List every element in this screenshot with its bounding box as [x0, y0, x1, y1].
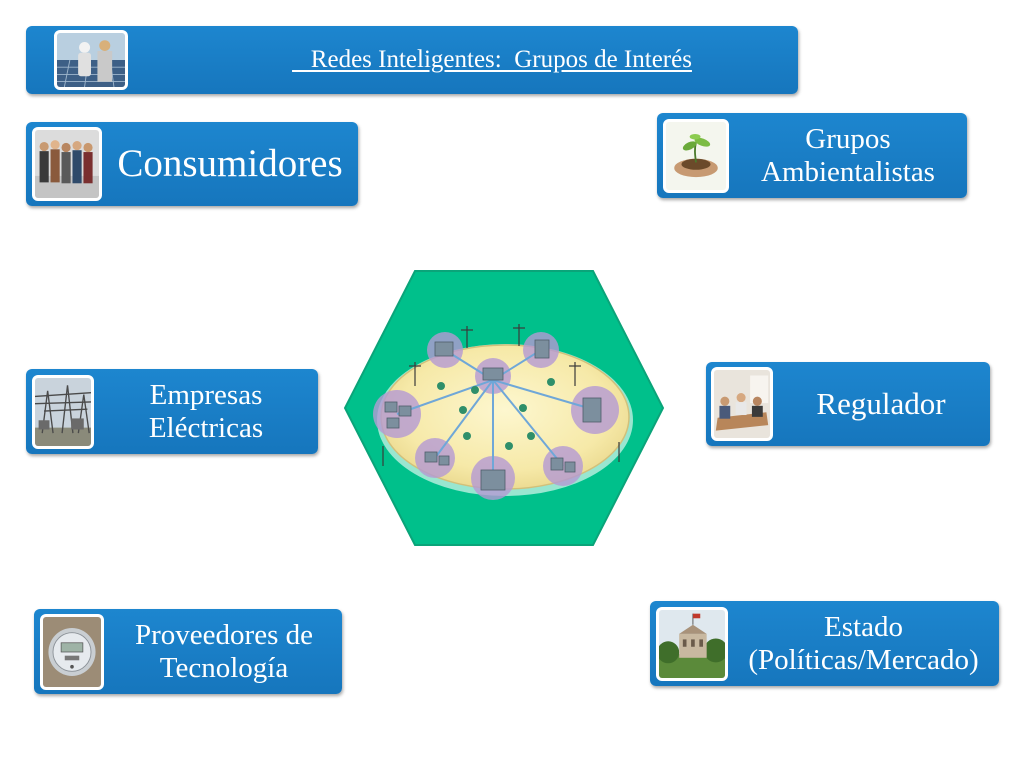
- estado-label: Estado (Políticas/Mercado): [748, 610, 979, 676]
- seedling-in-hands-photo: [663, 118, 729, 193]
- stakeholder-card-proveedores-tecnologia: Proveedores de Tecnología: [34, 609, 342, 694]
- stakeholder-card-consumidores: Consumidores: [26, 122, 358, 206]
- electrical-substation-photo: [32, 374, 94, 449]
- meeting-table-photo: [711, 367, 773, 441]
- page-title: Redes Inteligentes: Grupos de Interés: [292, 45, 692, 73]
- smart-meter-photo: [40, 613, 104, 690]
- stakeholder-card-grupos-ambientalistas: Grupos Ambientalistas: [657, 113, 967, 198]
- stakeholder-card-empresas-electricas: Empresas Eléctricas: [26, 369, 318, 454]
- proveedores-tecnologia-label: Proveedores de Tecnología: [135, 618, 313, 684]
- smart-grid-city-illustration: [373, 324, 633, 500]
- title-banner: Redes Inteligentes: Grupos de Interés: [26, 26, 798, 94]
- government-building-photo: [656, 606, 728, 681]
- group-of-people-photo: [32, 127, 102, 201]
- stakeholder-card-estado: Estado (Políticas/Mercado): [650, 601, 999, 686]
- consumidores-label: Consumidores: [117, 141, 343, 185]
- regulador-label: Regulador: [816, 386, 946, 422]
- grupos-ambientalistas-label: Grupos Ambientalistas: [761, 122, 935, 188]
- engineers-solar-photo: [54, 30, 128, 90]
- smart-grid-hexagon: [343, 270, 665, 546]
- stakeholder-card-regulador: Regulador: [706, 362, 990, 446]
- empresas-electricas-label: Empresas Eléctricas: [148, 378, 264, 444]
